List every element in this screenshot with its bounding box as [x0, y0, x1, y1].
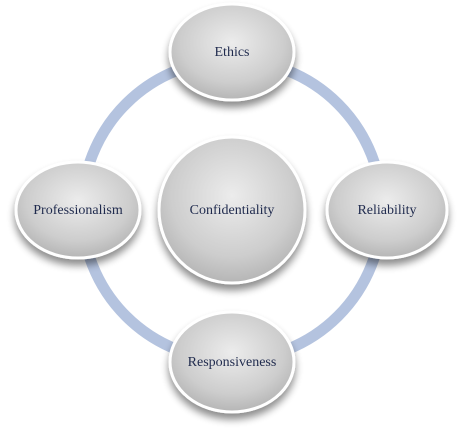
node-ethics: Ethics	[168, 2, 296, 102]
node-ethics-circle	[168, 2, 296, 102]
node-responsiveness: Responsiveness	[168, 310, 296, 414]
node-ethics-label: Ethics	[215, 45, 250, 60]
center-node: Confidentiality	[157, 135, 307, 285]
node-professionalism-circle	[14, 160, 142, 260]
node-reliability: Reliability	[325, 160, 449, 260]
center-node-circle	[157, 135, 307, 285]
node-professionalism: Professionalism	[14, 160, 142, 260]
center-node-label: Confidentiality	[190, 203, 275, 218]
node-professionalism-label: Professionalism	[33, 203, 123, 218]
node-responsiveness-label: Responsiveness	[188, 355, 277, 370]
node-reliability-label: Reliability	[357, 203, 416, 218]
node-reliability-circle	[325, 160, 449, 260]
node-responsiveness-circle	[168, 310, 296, 414]
